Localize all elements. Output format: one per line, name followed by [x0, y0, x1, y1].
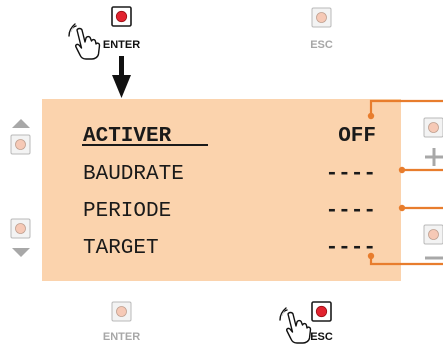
top-esc-button-led — [316, 12, 327, 23]
top-esc-label: ESC — [310, 39, 333, 51]
menu-item-label: PERIODE — [83, 200, 171, 223]
menu-item-value: ---- — [326, 200, 376, 223]
lcd-display: ACTIVER OFF BAUDRATE ---- PERIODE ---- T… — [42, 99, 401, 281]
menu-row-activer[interactable]: ACTIVER OFF — [82, 125, 376, 148]
menu-item-label: TARGET — [83, 237, 159, 260]
callout-line — [369, 256, 443, 266]
bottom-enter-label: ENTER — [103, 331, 140, 343]
menu-item-label: BAUDRATE — [83, 163, 184, 186]
bottom-esc-label: ESC — [310, 331, 333, 343]
menu-row-periode[interactable]: PERIODE ---- — [83, 200, 376, 223]
bottom-esc-button-led — [315, 305, 328, 318]
plus-button[interactable] — [423, 117, 443, 166]
menu-item-value: ---- — [326, 163, 376, 186]
menu-row-baudrate[interactable]: BAUDRATE ---- — [83, 163, 376, 186]
minus-button-led — [428, 229, 439, 240]
bottom-esc-button[interactable]: ESC — [310, 301, 333, 343]
down-arrow-icon — [112, 56, 131, 98]
top-enter-label: ENTER — [103, 39, 140, 51]
bottom-enter-button-led — [116, 306, 127, 317]
hand-pointer-icon — [68, 23, 101, 60]
up-button[interactable] — [10, 119, 31, 155]
minus-button[interactable] — [423, 224, 443, 260]
top-esc-button[interactable]: ESC — [310, 7, 333, 51]
down-button[interactable] — [10, 218, 31, 257]
menu-item-label: ACTIVER — [83, 125, 172, 148]
menu-item-value: OFF — [338, 125, 376, 148]
hand-pointer-icon — [279, 307, 312, 344]
top-enter-button[interactable]: ENTER — [103, 6, 140, 51]
bottom-enter-button[interactable]: ENTER — [103, 301, 140, 343]
triangle-down-icon — [12, 248, 30, 257]
lcd-background — [42, 99, 401, 281]
callout-line — [369, 99, 443, 116]
callout-lines — [367, 99, 443, 266]
menu-row-target[interactable]: TARGET ---- — [83, 237, 376, 260]
plus-button-led — [428, 122, 439, 133]
down-button-led — [15, 223, 26, 234]
triangle-up-icon — [12, 119, 30, 128]
up-button-led — [15, 139, 26, 150]
top-enter-button-led — [115, 10, 128, 23]
menu-item-value: ---- — [326, 237, 376, 260]
